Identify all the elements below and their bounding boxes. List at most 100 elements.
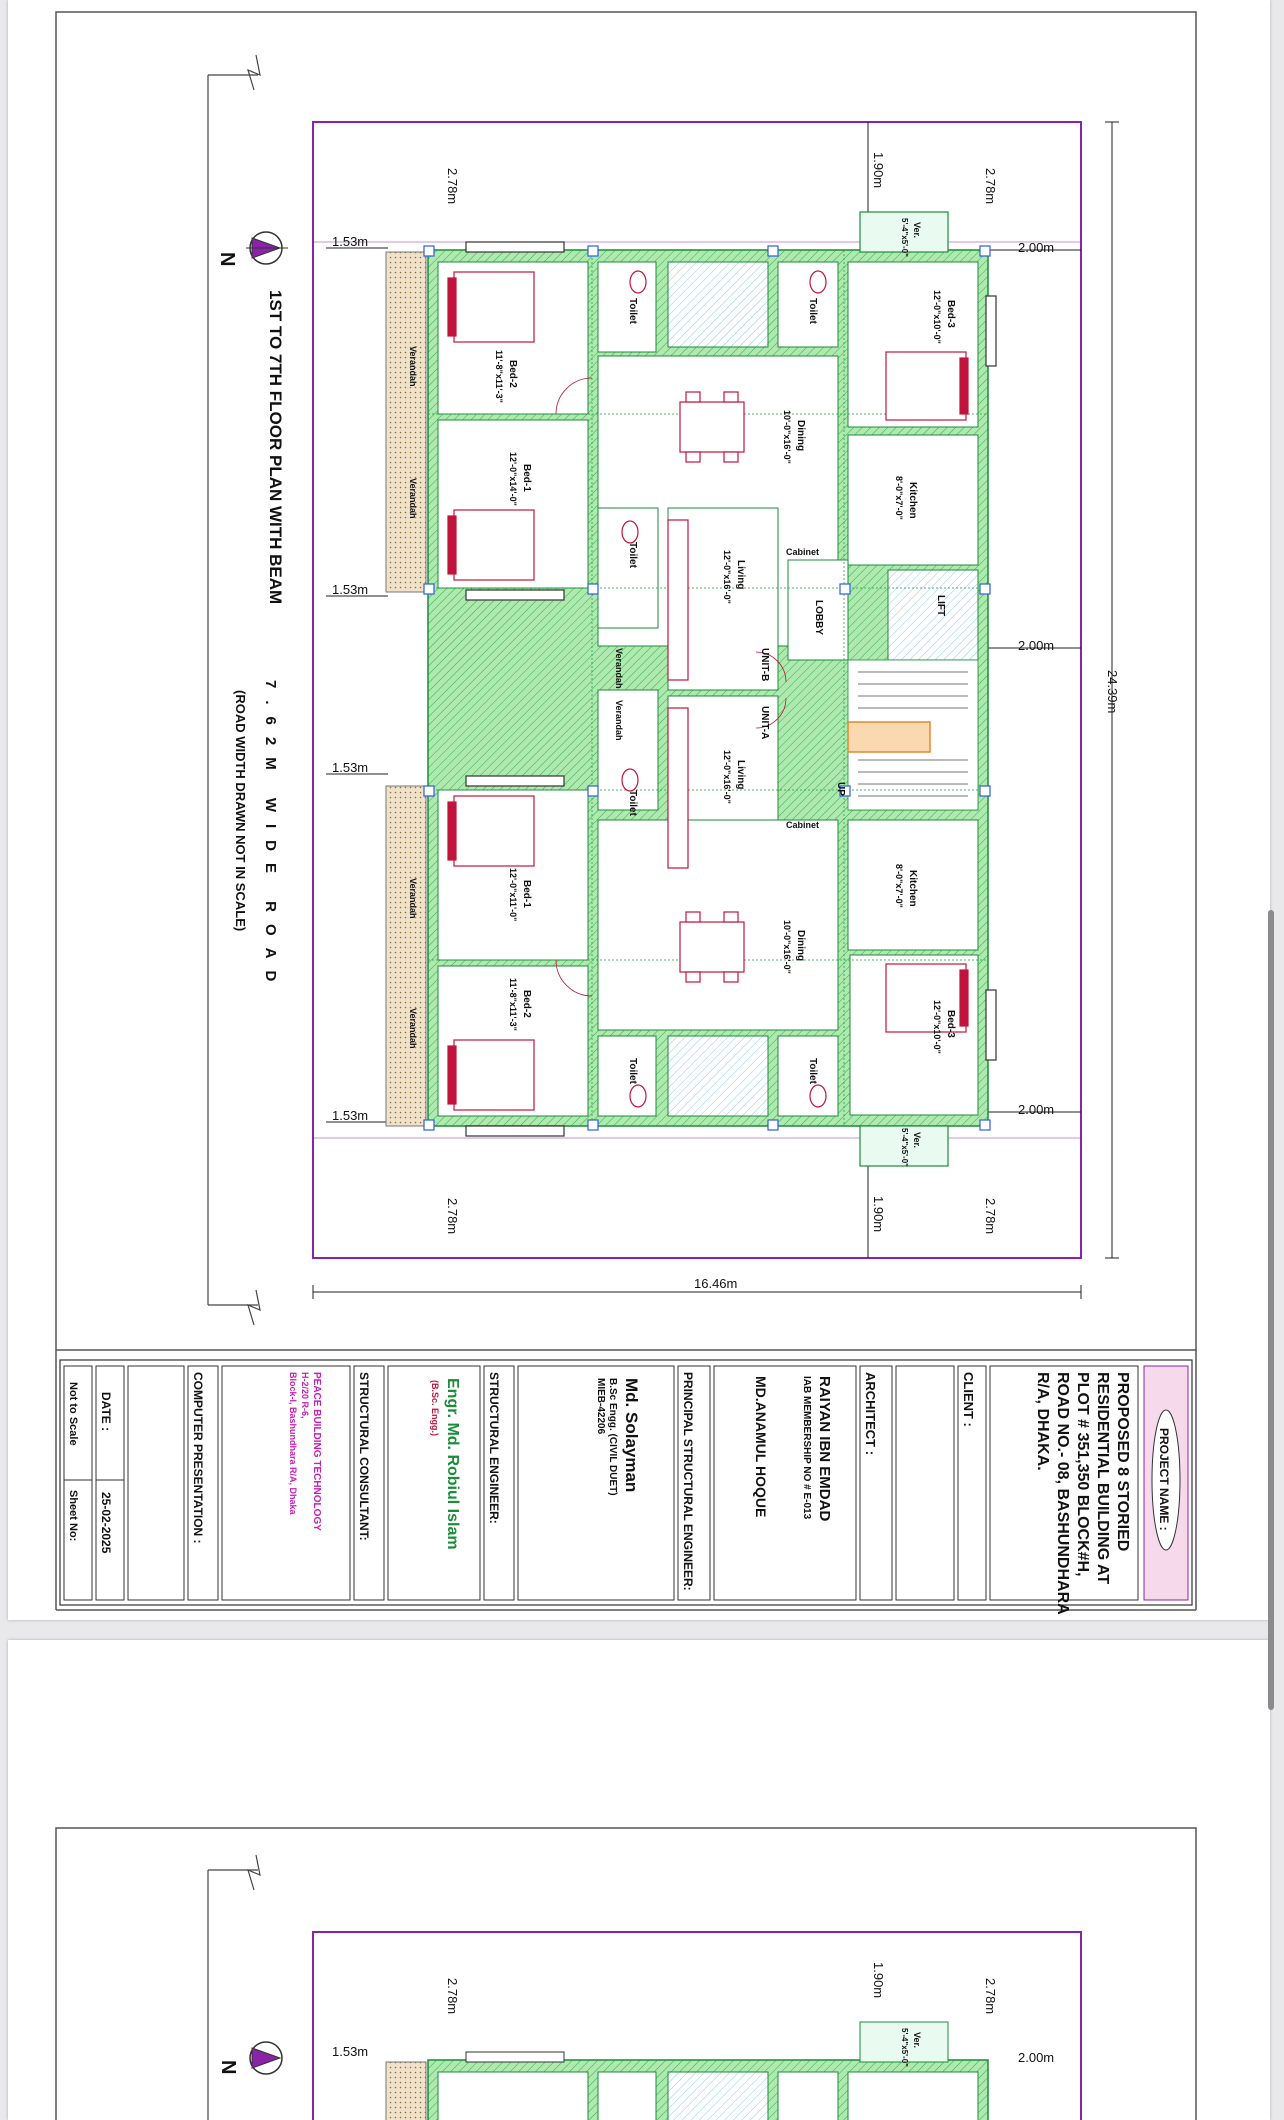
project-line3: PLOT # 351,350 BLOCK#H, — [1074, 1372, 1091, 1577]
size-bed1-top: 12'-0"x14'-0" — [508, 452, 518, 506]
label-lift: LIFT — [935, 595, 946, 616]
principal-label: PRINCIPAL STRUCTURAL ENGINEER: — [681, 1372, 695, 1591]
plot-boundary — [312, 121, 1082, 1259]
architect-name: RAIYAN IBN EMDAD — [816, 1376, 833, 1521]
verandah-left-bottom — [385, 785, 427, 1127]
label-ver-top-2: Ver. — [912, 2032, 922, 2048]
north-arrow-icon-2 — [249, 2041, 283, 2075]
label-bed3-bottom: Bed-3 — [945, 1010, 956, 1038]
size-dining-bottom: 10'-0"x16'-0" — [782, 920, 792, 974]
principal-degree: B.Sc Engg. (CIVIL DUET) — [607, 1378, 618, 1496]
dim-top-band: 1.90m — [871, 152, 886, 188]
label-living-top: Living — [735, 560, 746, 589]
dim-153-b: 1.53m — [332, 582, 368, 597]
dim-left-bottom: 2.78m — [445, 1198, 460, 1234]
project-line4: ROAD NO.- 08, BASHUNDHARA — [1054, 1372, 1071, 1615]
label-living-bottom: Living — [735, 760, 746, 789]
size-bed3-bottom: 12'-0"x10'-0" — [932, 1000, 942, 1054]
consultant-line2: H-2/20 R-6, — [300, 1372, 310, 1419]
label-toilet-1: Toilet — [627, 298, 638, 325]
dim-153-c: 1.53m — [332, 760, 368, 775]
label-kitchen-bottom: Kitchen — [907, 870, 918, 907]
sheet-border — [55, 11, 1197, 1351]
size-bed1-bottom: 12'-0"x11'-0" — [508, 868, 518, 921]
dim-200-b: 2.00m — [1018, 638, 1054, 653]
consultant-line3: Block-I, Bashundhara R/A, Dhaka — [288, 1372, 298, 1516]
label-ver-bottom: Ver. — [912, 1132, 922, 1148]
north-arrow-icon — [246, 231, 288, 265]
structural-degree: (B.Sc. Engg.) — [430, 1380, 440, 1436]
dim-200-c: 2.00m — [1018, 1102, 1054, 1117]
road-note: (ROAD WIDTH DRAWN NOT IN SCALE) — [233, 690, 248, 931]
drawing-sheet-1: N 1ST TO 7TH FLOOR PLAN WITH BEAM 7.62M … — [8, 0, 1270, 1620]
label-lobby: LOBBY — [813, 600, 824, 635]
label-up: UP — [835, 782, 846, 796]
floor-plan-drawing: N 1ST TO 7TH FLOOR PLAN WITH BEAM 7.62M … — [55, 11, 1197, 1615]
drawing-title: 1ST TO 7TH FLOOR PLAN WITH BEAM — [266, 290, 285, 604]
label-toilet-4: Toilet — [807, 1058, 818, 1085]
dim-bottom-band: 1.90m — [871, 1196, 886, 1232]
size-ver-bottom: 5'-4"x5'-0" — [900, 1128, 909, 1167]
columns — [423, 245, 991, 1131]
label-toilet-5: Toilet — [627, 542, 638, 569]
structural-label: STRUCTURAL ENGINEER: — [487, 1372, 501, 1524]
walls-2 — [385, 2021, 989, 2120]
size-bed3-top: 12'-0"x10'-0" — [932, 290, 942, 344]
dim-153-d: 1.53m — [332, 1108, 368, 1123]
verandah-left-top — [385, 251, 427, 593]
project-line2: RESIDENTIAL BUILDING AT — [1094, 1372, 1111, 1584]
size-living-bottom: 12'-0"x16'-0" — [722, 750, 732, 804]
scrollbar-thumb[interactable] — [1268, 910, 1274, 1710]
label-bed2-bottom: Bed-2 — [521, 990, 532, 1018]
dim-overall-length: 24.39m — [1105, 670, 1120, 713]
staircase — [847, 659, 979, 811]
sheet-label: Sheet No: — [67, 1490, 79, 1541]
label-kitchen-top: Kitchen — [907, 482, 918, 519]
project-name-label: PROJECT NAME : — [1157, 1428, 1171, 1531]
label-verandah-4: Verandah — [408, 1008, 418, 1049]
size-dining-top: 10'-0"x16'-0" — [782, 410, 792, 464]
label-toilet-3: Toilet — [627, 1058, 638, 1085]
label-verandah-6: Verandah — [614, 700, 624, 741]
dim-right-top: 2.78m — [983, 168, 998, 204]
size-bed2-top: 11'-8"x11'-3" — [494, 350, 504, 403]
architect-member: IAB MEMBERSHIP NO # E-013 — [801, 1376, 812, 1520]
windows — [465, 211, 997, 1167]
size-living-top: 12'-0"x16'-0" — [722, 550, 732, 604]
size-kitchen-bottom: 8'-0"x7'-0" — [894, 864, 904, 908]
label-verandah-3: Verandah — [408, 878, 418, 919]
scale-label: Not to Scale — [67, 1382, 79, 1446]
project-line1: PROPOSED 8 STORIED — [1114, 1372, 1131, 1551]
date-value: 25-02-2025 — [99, 1492, 113, 1554]
label-dining-bottom: Dining — [795, 930, 806, 961]
label-cabinet-top: Cabinet — [786, 547, 819, 557]
label-bed2-top: Bed-2 — [507, 360, 518, 388]
dim-right-bottom: 2.78m — [983, 1198, 998, 1234]
label-dining-top: Dining — [795, 420, 806, 451]
project-line5: R/A, DHAKA. — [1034, 1372, 1051, 1471]
size-kitchen-top: 8'-0"x7'-0" — [894, 476, 904, 520]
label-unit-a: UNIT-A — [759, 706, 770, 739]
floor-plan-drawing-2: N 2.78m 1.90m 2.78m 1.53m 2.00m Ver. 5'-… — [55, 1827, 1197, 2120]
north-label-2: N — [217, 2060, 239, 2074]
dim-top-band-2: 1.90m — [871, 1962, 886, 1998]
plot-boundary-2 — [312, 1931, 1082, 2120]
north-label: N — [216, 252, 238, 266]
label-verandah-5: Verandah — [614, 648, 624, 689]
label-toilet-2: Toilet — [807, 298, 818, 325]
label-cabinet-bottom: Cabinet — [786, 820, 819, 830]
consultant-label: STRUCTURAL CONSULTANT: — [357, 1372, 371, 1541]
dim-overall-width: 16.46m — [694, 1276, 737, 1291]
label-verandah-2: Verandah — [408, 478, 418, 519]
dim-200-d: 2.00m — [1018, 2050, 1054, 2065]
dim-left-top: 2.78m — [445, 168, 460, 204]
dim-left-top-2: 2.78m — [445, 1978, 460, 2014]
size-ver-top: 5'-4"x5'-0" — [900, 218, 909, 257]
title-block: PROJECT NAME : PROPOSED 8 STORIED RESIDE… — [59, 1359, 1193, 1615]
engineer-name: MD.ANAMUL HOQUE — [753, 1376, 769, 1517]
dim-153-a: 1.53m — [332, 234, 368, 249]
label-ver-top: Ver. — [912, 222, 922, 238]
label-bed1-top: Bed-1 — [521, 464, 532, 492]
label-toilet-6: Toilet — [627, 790, 638, 817]
size-ver-top-2: 5'-4"x5'-0" — [900, 2028, 909, 2067]
